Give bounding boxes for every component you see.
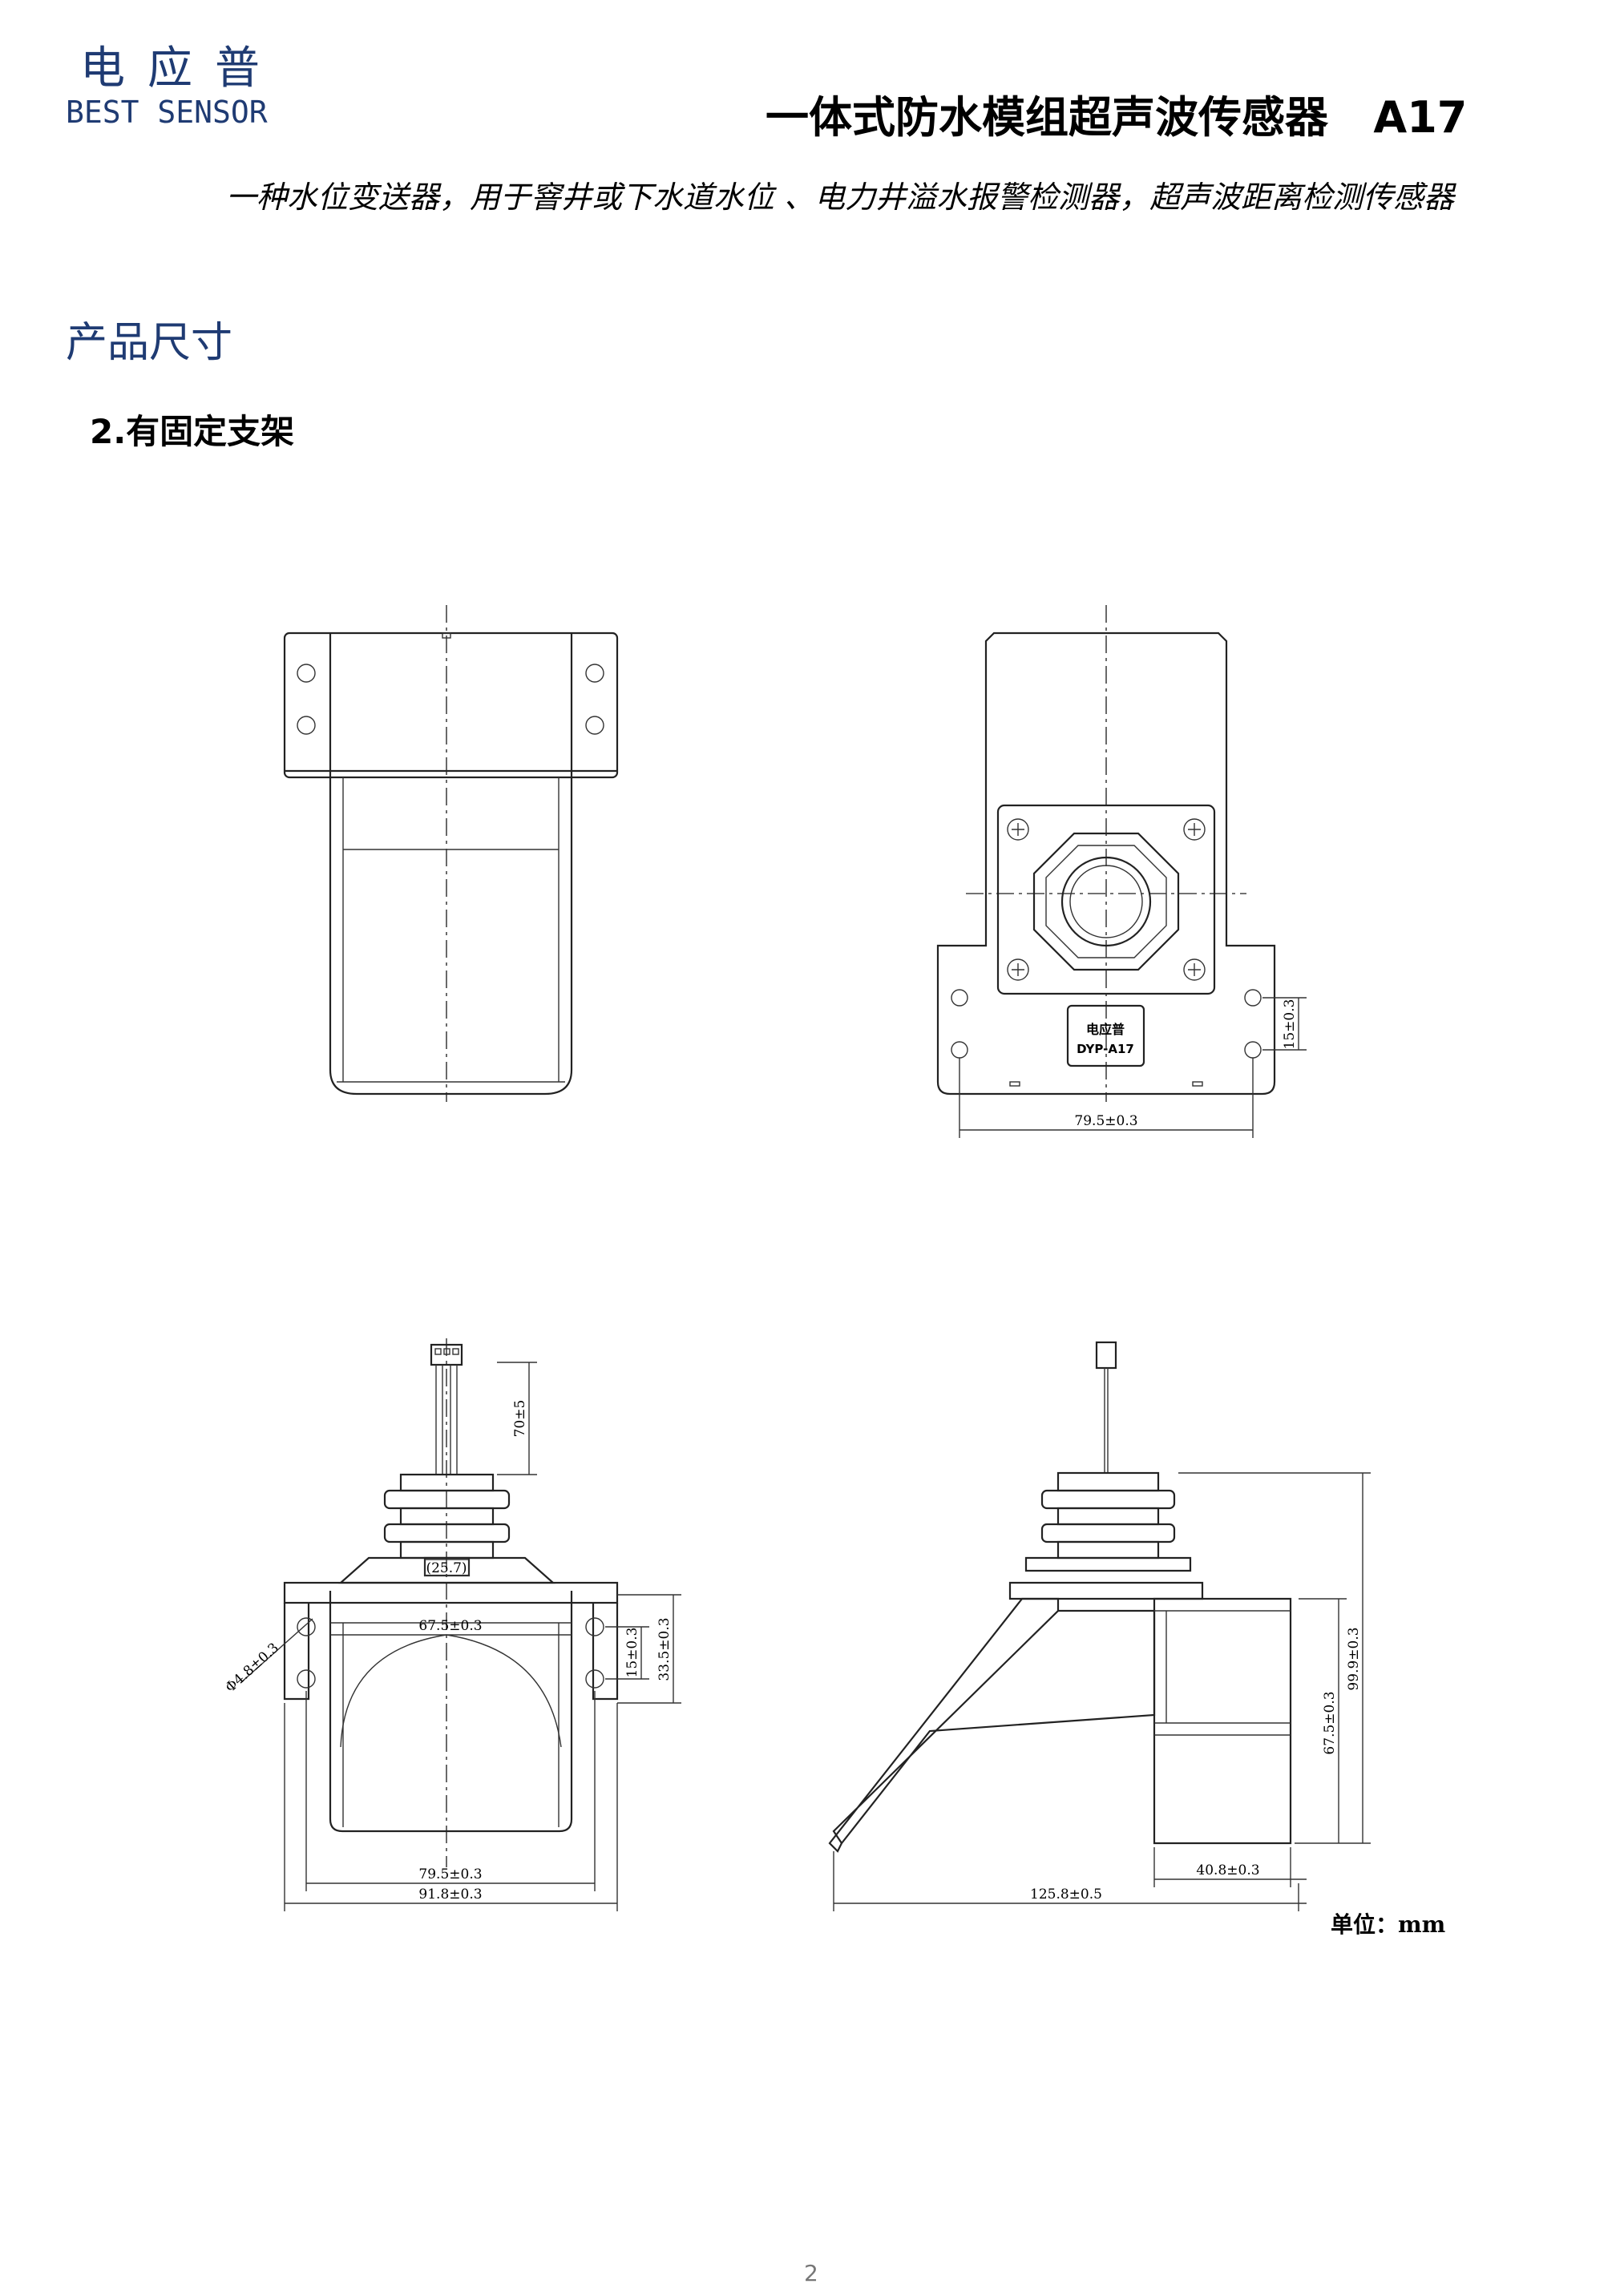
screw-icons bbox=[1007, 818, 1206, 981]
page-number: 2 bbox=[804, 2260, 818, 2286]
dim-side-total: 125.8±0.5 bbox=[1030, 1886, 1102, 1903]
label-model: DYP-A17 bbox=[1077, 1042, 1134, 1056]
dim-side-height-a: 67.5±0.3 bbox=[1322, 1691, 1338, 1754]
dim-thread: (25.7) bbox=[426, 1560, 467, 1576]
view-top-left bbox=[283, 605, 619, 1102]
dim-front-width: 79.5±0.3 bbox=[1074, 1113, 1137, 1129]
dim-side-base: 40.8±0.3 bbox=[1196, 1862, 1259, 1878]
dim-bracket-height: 33.5±0.3 bbox=[656, 1617, 673, 1681]
brand-chinese: 电应普 bbox=[80, 42, 282, 95]
dim-front-hole: 15±0.3 bbox=[1282, 999, 1298, 1050]
dim-bottom-inner: 79.5±0.3 bbox=[418, 1866, 482, 1882]
dim-cable-length: 70±5 bbox=[512, 1400, 528, 1438]
view-top-right: 电应普 DYP-A17 79.5±0.3 15±0.3 bbox=[936, 605, 1307, 1138]
dim-side-height-b: 99.9±0.3 bbox=[1346, 1627, 1362, 1690]
brand-english: BEST SENSOR bbox=[66, 95, 268, 130]
dim-hole-spacing: 15±0.3 bbox=[624, 1628, 640, 1678]
dim-hole-diameter: Φ4.8±0.3 bbox=[222, 1640, 282, 1696]
dim-bottom-outer: 91.8±0.3 bbox=[418, 1886, 482, 1903]
dim-inner-width: 67.5±0.3 bbox=[418, 1618, 482, 1634]
subsection-heading: 2.有固定支架 bbox=[90, 412, 295, 451]
view-bottom-right: 99.9±0.3 67.5±0.3 40.8±0.3 125.8±0.5 bbox=[828, 1341, 1371, 1911]
view-bottom-left: 70±5 (25.7) 67.5±0.3 Φ4.8±0.3 15±0.3 33.… bbox=[222, 1338, 681, 1911]
section-heading: 产品尺寸 bbox=[66, 319, 233, 367]
label-brand: 电应普 bbox=[1086, 1022, 1125, 1037]
unit-label: 单位：mm bbox=[1331, 1911, 1446, 1938]
document-subtitle: 一种水位变送器，用于窨井或下水道水位 、电力井溢水报警检测器，超声波距离检测传感… bbox=[226, 180, 1455, 215]
document-title: 一体式防水模组超声波传感器 A17 bbox=[766, 92, 1468, 143]
